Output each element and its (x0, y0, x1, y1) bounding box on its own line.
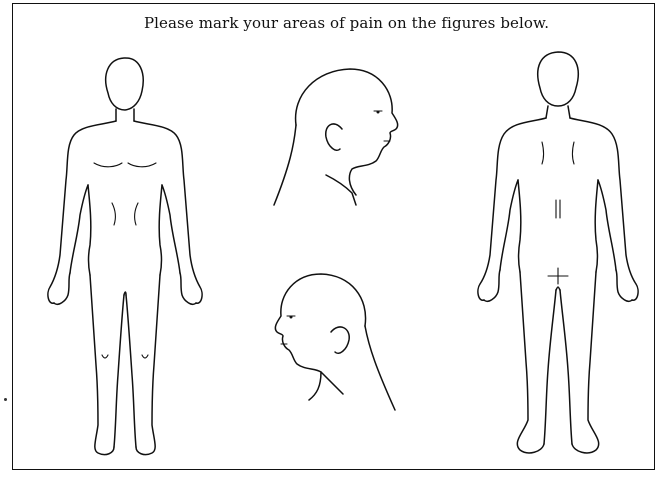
body-back-figure[interactable] (472, 50, 652, 460)
head-profile-right-figure[interactable] (268, 65, 408, 215)
margin-mark (4, 398, 7, 401)
head-profile-left-figure[interactable] (265, 270, 405, 420)
instruction-text: Please mark your areas of pain on the fi… (0, 14, 661, 32)
head-profile-left-drawing (265, 270, 405, 420)
body-front-figure[interactable] (40, 55, 220, 465)
body-front-drawing (40, 55, 220, 465)
body-back-drawing (472, 50, 652, 460)
head-profile-right-drawing (268, 65, 408, 215)
